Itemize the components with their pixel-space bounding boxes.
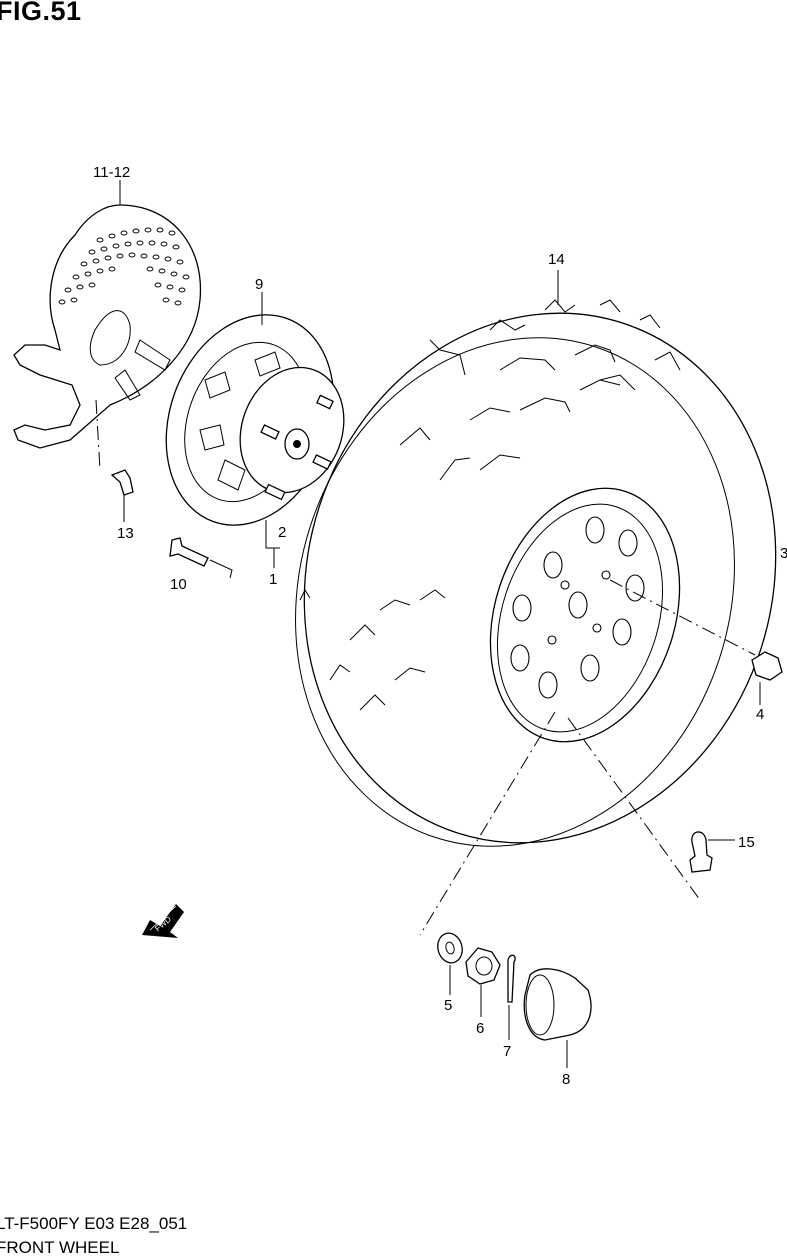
disc-bolt [169, 537, 233, 579]
callout-label: 1 [269, 571, 277, 588]
tire [295, 299, 777, 936]
washer [437, 932, 463, 964]
callout-label: 6 [476, 1020, 484, 1037]
callout-leaders [119, 180, 761, 1068]
figure-caption: FRONT WHEEL [0, 1238, 120, 1257]
castle-nut [465, 947, 501, 985]
cover-vent-holes [58, 227, 190, 306]
wheel-hub [239, 366, 345, 501]
cover-screw [110, 469, 134, 496]
callout-label: 15 [738, 834, 755, 851]
model-code: LT-F500FY E03 E28_051 [0, 1214, 188, 1233]
callout-label: 8 [562, 1071, 570, 1088]
callout-label: 4 [756, 706, 764, 723]
tire-tread [299, 299, 681, 711]
fwd-arrow-icon [142, 904, 184, 938]
brake-disc-cover [13, 204, 202, 471]
hub-cap [523, 968, 592, 1041]
callout-label: 10 [170, 576, 187, 593]
figure-title: FIG.51 [0, 0, 82, 26]
tire-valve [689, 831, 735, 873]
callout-labels: 11-12 9 14 2 1 13 10 3 4 15 5 6 7 8 [93, 164, 787, 1088]
callout-label: 9 [255, 276, 263, 293]
callout-label: 13 [117, 525, 134, 542]
callout-label: 14 [548, 251, 565, 268]
callout-label: 2 [278, 524, 286, 541]
cotter-pin [507, 954, 516, 1003]
rim-holes [510, 516, 645, 699]
callout-label: 11-12 [93, 164, 130, 181]
callout-label: 5 [444, 997, 452, 1014]
callout-label: 7 [503, 1043, 511, 1060]
hub-bolt [260, 394, 334, 501]
wheel-nut [751, 651, 783, 681]
callout-label: 3 [780, 545, 787, 562]
